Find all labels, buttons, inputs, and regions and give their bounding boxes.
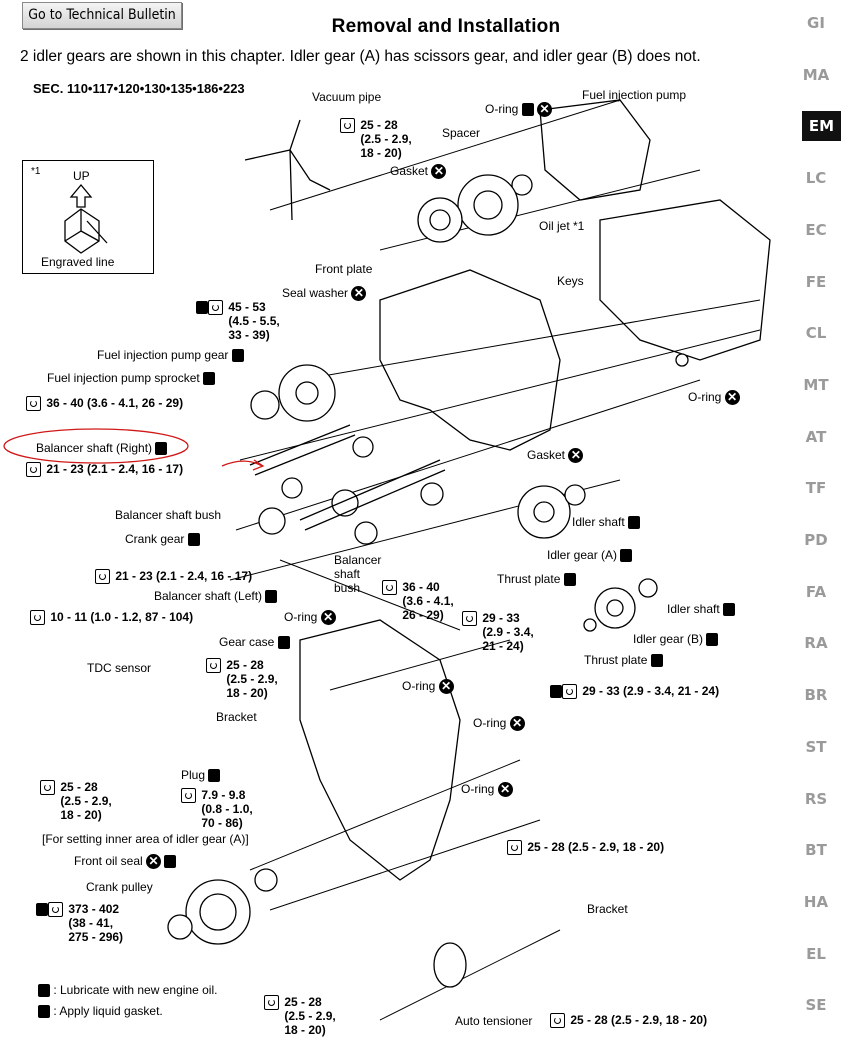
technical-bulletin-button[interactable]: Go to Technical Bulletin (22, 2, 182, 29)
spec-gear-case: 25 - 28 (2.5 - 2.9, 18 - 20) (206, 658, 278, 700)
label-gasket-top: Gasket ✕ (390, 164, 447, 180)
label-oring-top: O-ring ✕ (485, 102, 553, 118)
label-oring-mid: O-ring ✕ (284, 610, 336, 626)
label-fuel-pump: Fuel injection pump (582, 88, 687, 102)
spec-idler-a: 29 - 33 (2.9 - 3.4, 21 - 24) (462, 611, 534, 653)
sidebar-item-mt[interactable]: MT (803, 375, 829, 394)
spec-tdc: 10 - 11 (1.0 - 1.2, 87 - 104) (30, 610, 193, 626)
label-front-plate: Front plate (315, 262, 373, 276)
label-oring-case: O-ring ✕ (402, 679, 454, 695)
label-thrust-plate-a: Thrust plate (497, 572, 576, 587)
sidebar-item-at[interactable]: AT (805, 427, 827, 446)
sidebar-item-em[interactable]: EM (802, 111, 841, 142)
spec-balancer-right: 21 - 23 (2.1 - 2.4, 16 - 17) (26, 462, 183, 478)
exploded-view-diagram (3, 99, 771, 1021)
spec-sprocket: 36 - 40 (3.6 - 4.1, 26 - 29) (26, 396, 183, 412)
label-idler-shaft-b: Idler shaft (667, 602, 736, 617)
section-codes: SEC. 110•117•120•130•135•186•223 (33, 81, 245, 96)
label-fip-sprocket: Fuel injection pump sprocket (47, 371, 216, 386)
sidebar-item-ha[interactable]: HA (803, 892, 829, 911)
sidebar-item-ma[interactable]: MA (802, 65, 830, 84)
label-keys: Keys (557, 274, 584, 288)
label-spacer: Spacer (442, 126, 481, 140)
label-balancer-bush2: Balancer shaft bush (334, 553, 382, 595)
inset-note: *1 (31, 166, 41, 177)
label-idler-note: [For setting inner area of idler gear (A… (42, 832, 249, 846)
label-idler-gear-b: Idler gear (B) (633, 632, 719, 647)
sidebar-item-fa[interactable]: FA (805, 582, 827, 601)
sidebar-item-st[interactable]: ST (805, 737, 827, 756)
label-seal-washer: Seal washer ✕ (282, 286, 367, 302)
sidebar-item-lc[interactable]: LC (805, 169, 827, 188)
label-idler-shaft-a: Idler shaft (572, 515, 641, 530)
label-oring-case2: O-ring ✕ (473, 716, 525, 732)
spec-bottom: 25 - 28 (2.5 - 2.9, 18 - 20) (264, 995, 336, 1037)
spec-balancer-left: 36 - 40 (3.6 - 4.1, 26 - 29) (382, 580, 454, 622)
label-balancer-bush: Balancer shaft bush (115, 508, 222, 522)
inset-up-label: UP (73, 169, 90, 183)
sidebar-item-cl[interactable]: CL (805, 324, 827, 343)
sidebar-item-ec[interactable]: EC (805, 220, 827, 239)
legend-lubricate: : Lubricate with new engine oil. (38, 983, 217, 998)
intro-text: 2 idler gears are shown in this chapter.… (20, 48, 701, 65)
label-front-oil-seal: Front oil seal ✕ (74, 854, 177, 870)
oil-can-icon (38, 984, 50, 998)
label-balancer-right: Balancer shaft (Right) (36, 441, 168, 456)
legend-liquid-gasket: : Apply liquid gasket. (38, 1004, 163, 1019)
gasket-tube-icon (38, 1005, 50, 1019)
engraved-line-inset: *1 UP Engraved line (22, 160, 154, 274)
sidebar-item-el[interactable]: EL (806, 944, 826, 963)
sidebar-item-pd[interactable]: PD (804, 531, 828, 549)
spec-idler-b: 29 - 33 (2.9 - 3.4, 21 - 24) (550, 684, 719, 700)
sidebar-item-tf[interactable]: TF (805, 479, 827, 498)
up-arrow-icon (64, 183, 108, 254)
label-gear-case: Gear case (219, 635, 290, 650)
label-plug: Plug (181, 768, 221, 783)
label-oring-right: O-ring ✕ (688, 390, 740, 406)
spec-bracket-left: 25 - 28 (2.5 - 2.9, 18 - 20) (40, 780, 112, 822)
label-balancer-left: Balancer shaft (Left) (154, 589, 278, 604)
sidebar-item-ra[interactable]: RA (804, 634, 828, 653)
sidebar-item-bt[interactable]: BT (805, 841, 827, 860)
sidebar-item-fe[interactable]: FE (805, 272, 827, 291)
label-idler-gear-a: Idler gear (A) (547, 548, 633, 563)
spec-crank-pulley: 373 - 402 (38 - 41, 275 - 296) (36, 902, 123, 944)
page-title: Removal and Installation (331, 16, 561, 37)
sidebar-item-gi[interactable]: GI (807, 14, 825, 32)
label-vacuum-pipe: Vacuum pipe (312, 90, 382, 104)
spec-bracket-right: 25 - 28 (2.5 - 2.9, 18 - 20) (507, 840, 664, 856)
label-tdc-sensor: TDC sensor (87, 661, 152, 675)
label-oring-low: O-ring ✕ (461, 782, 513, 798)
label-bracket-right: Bracket (587, 902, 628, 916)
label-thrust-plate-b: Thrust plate (584, 653, 663, 668)
spec-plug: 7.9 - 9.8 (0.8 - 1.0, 70 - 86) (181, 788, 253, 830)
inset-engraved-label: Engraved line (41, 255, 115, 269)
label-bracket-left: Bracket (216, 710, 257, 724)
spec-front-plate: 45 - 53 (4.5 - 5.5, 33 - 39) (196, 300, 280, 342)
sidebar-item-se[interactable]: SE (805, 996, 827, 1015)
sidebar-item-rs[interactable]: RS (804, 789, 828, 808)
label-gasket-mid: Gasket ✕ (527, 448, 584, 464)
label-crank-pulley: Crank pulley (86, 880, 153, 894)
label-oil-jet: Oil jet *1 (539, 219, 585, 233)
spec-vacuum-pipe: 25 - 28 (2.5 - 2.9, 18 - 20) (340, 118, 412, 160)
sidebar-item-br[interactable]: BR (804, 686, 828, 705)
section-sidebar: GI MA EM LC EC FE CL MT AT TF PD FA RA BR ST RS BT HA EL SE (797, 0, 841, 1027)
label-crank-gear: Crank gear (125, 532, 200, 547)
spec-auto-tensioner: 25 - 28 (2.5 - 2.9, 18 - 20) (550, 1013, 707, 1029)
spec-crank-gear: 21 - 23 (2.1 - 2.4, 16 - 17) (95, 569, 252, 585)
label-fip-gear: Fuel injection pump gear (97, 348, 244, 363)
label-auto-tensioner: Auto tensioner (455, 1014, 533, 1028)
